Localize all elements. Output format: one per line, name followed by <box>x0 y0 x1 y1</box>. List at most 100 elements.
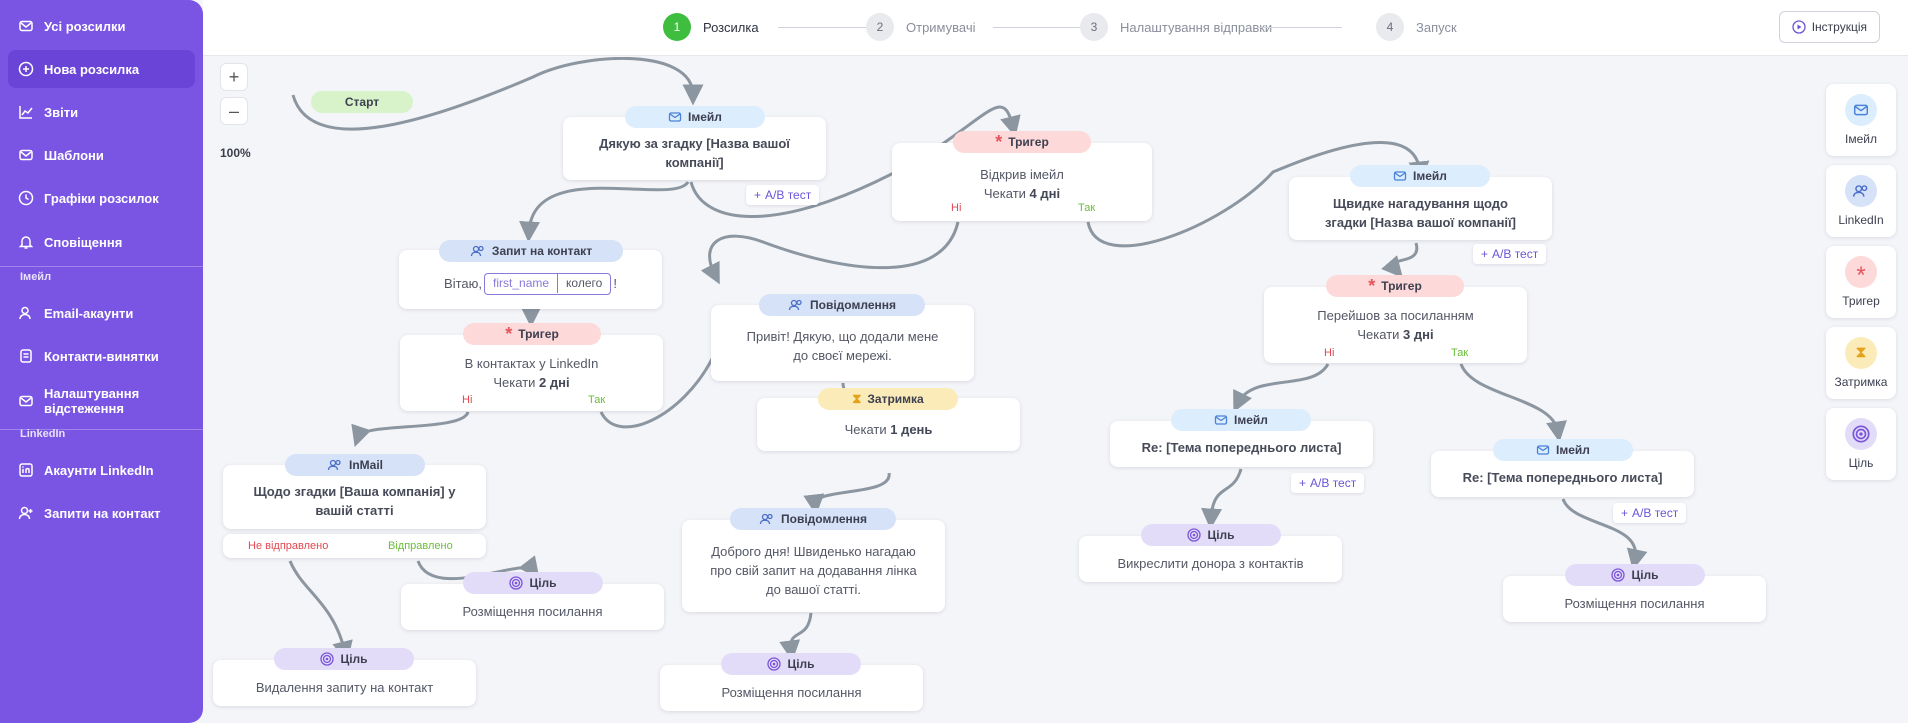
palette-linkedin[interactable]: LinkedIn <box>1826 165 1896 237</box>
trigger-node-header[interactable]: * Тригер <box>1326 275 1464 297</box>
sidebar-item-reports[interactable]: Звіти <box>8 98 195 126</box>
node-type-label: Затримка <box>867 392 924 406</box>
divider <box>0 266 203 267</box>
sidebar-item-notifications[interactable]: Сповіщення <box>8 228 195 256</box>
sidebar-item-email-accounts[interactable]: Email-акаунти <box>8 299 195 327</box>
goal-text: Розміщення посилання <box>462 603 603 619</box>
sidebar-item-all-campaigns[interactable]: Усі розсилки <box>8 12 195 40</box>
goal-node-header[interactable]: Ціль <box>1565 564 1705 586</box>
ab-test-label: А/В тест <box>1310 476 1357 490</box>
palette-label: Затримка <box>1834 375 1888 389</box>
sidebar-item-connection-requests[interactable]: Запити на контакт <box>8 499 195 527</box>
goal-node-header[interactable]: Ціль <box>1141 524 1281 546</box>
node-type-label: Тригер <box>518 327 559 341</box>
email-node-card[interactable]: Щвидке нагадування щодо згадки [Назва ва… <box>1289 177 1552 240</box>
email-node-header[interactable]: Імейл <box>1350 165 1490 187</box>
goal-node-card[interactable]: Видалення запиту на контакт <box>213 660 476 706</box>
flow-canvas[interactable]: + – 100% Старт Дякую за згадку [Назва ва… <box>203 57 1908 723</box>
goal-node-card[interactable]: Викреслити донора з контактів <box>1079 536 1342 582</box>
ab-test-label: А/В тест <box>765 188 812 202</box>
message-node-header[interactable]: Повідомлення <box>730 508 896 530</box>
envelope-icon <box>1214 415 1228 425</box>
users-icon <box>759 513 773 525</box>
plus-icon: + <box>754 188 762 202</box>
sidebar-item-label: Контакти-винятки <box>44 348 159 364</box>
goal-node-header[interactable]: Ціль <box>463 572 603 594</box>
palette-trigger[interactable]: * Тригер <box>1826 246 1896 318</box>
wait-duration: 2 дні <box>539 375 570 390</box>
email-subject: Re: [Тема попереднього листа] <box>1462 469 1663 485</box>
hourglass-icon: ⧗ <box>1845 337 1877 369</box>
variable-chip[interactable]: first_name колего <box>484 272 612 295</box>
node-type-label: Імейл <box>1413 169 1447 183</box>
chart-icon <box>19 106 33 119</box>
variable-name: first_name <box>485 274 559 293</box>
inmail-node-header[interactable]: InMail <box>285 454 425 476</box>
email-node-header[interactable]: Імейл <box>625 106 765 128</box>
branch-yes-label: Так <box>1078 202 1096 214</box>
message-text: Доброго дня! Швиденько нагадаю про свій … <box>710 543 917 597</box>
sidebar-item-new-campaign[interactable]: Нова розсилка <box>8 50 195 88</box>
message-node-card[interactable]: Привіт! Дякую, що додали мене до своєї м… <box>711 305 974 381</box>
ab-test-button[interactable]: + А/В тест <box>746 185 820 205</box>
instructions-button[interactable]: Інструкція <box>1778 11 1880 43</box>
email-subject: Re: [Тема попереднього листа] <box>1141 439 1342 455</box>
zoom-out-button[interactable]: – <box>220 97 248 125</box>
ab-test-button[interactable]: + А/В тест <box>1473 244 1547 264</box>
variable-fallback: колего <box>566 276 603 290</box>
sidebar-item-schedules[interactable]: Графіки розсилок <box>8 184 195 212</box>
step-campaign[interactable]: 1 Розсилка <box>663 13 759 41</box>
envelope-icon <box>668 112 682 122</box>
node-type-label: Ціль <box>787 657 815 671</box>
step-recipients[interactable]: 2 Отримувачі <box>866 13 976 41</box>
delay-node-header[interactable]: ⧗ Затримка <box>818 388 958 410</box>
sidebar-item-linkedin-accounts[interactable]: Акаунти LinkedIn <box>8 456 195 484</box>
palette-delay[interactable]: ⧗ Затримка <box>1826 327 1896 399</box>
palette-label: Тригер <box>1842 294 1880 308</box>
branch-sent-label: Відправлено <box>388 540 453 552</box>
user-icon <box>19 306 31 320</box>
step-label: Отримувачі <box>906 19 976 35</box>
envelope-icon <box>1393 171 1407 181</box>
branch-no-label: Ні <box>951 202 962 214</box>
trigger-node-header[interactable]: * Тригер <box>953 131 1091 153</box>
email-node-header[interactable]: Імейл <box>1171 409 1311 431</box>
step-number: 1 <box>663 13 691 41</box>
goal-text: Викреслити донора з контактів <box>1117 555 1304 571</box>
goal-node-header[interactable]: Ціль <box>721 653 861 675</box>
asterisk-icon: * <box>505 324 513 344</box>
sidebar-item-label: Запити на контакт <box>44 505 161 521</box>
target-icon <box>320 652 335 666</box>
start-node[interactable]: Старт <box>311 91 413 113</box>
stepper-bar: 1 Розсилка 2 Отримувачі 3 Налаштування в… <box>203 0 1908 56</box>
sidebar-item-tracking-settings[interactable]: Налаштування відстеження <box>8 383 195 419</box>
node-type-label: Імейл <box>688 110 722 124</box>
branch-yes-label: Так <box>588 394 606 406</box>
step-number: 4 <box>1376 13 1404 41</box>
message-node-card[interactable]: Доброго дня! Швиденько нагадаю про свій … <box>682 520 945 612</box>
palette-email[interactable]: Імейл <box>1826 84 1896 156</box>
greeting-text: Вітаю, <box>444 276 483 291</box>
ab-test-button[interactable]: + А/В тест <box>1613 503 1687 523</box>
trigger-wait: Чекати 2 дні <box>493 373 569 392</box>
trigger-node-card[interactable]: Відкрив імейл Чекати 4 дні <box>892 143 1152 221</box>
step-launch[interactable]: 4 Запуск <box>1376 13 1457 41</box>
email-subject: Дякую за згадку [Назва вашої компанії] <box>599 135 790 170</box>
node-type-label: Ціль <box>1631 568 1659 582</box>
trigger-node-header[interactable]: * Тригер <box>463 323 601 345</box>
connection-request-header[interactable]: Запит на контакт <box>439 240 623 262</box>
email-node-header[interactable]: Імейл <box>1493 439 1633 461</box>
sidebar-item-templates[interactable]: Шаблони <box>8 141 195 169</box>
palette-goal[interactable]: Ціль <box>1826 408 1896 480</box>
message-node-header[interactable]: Повідомлення <box>759 294 925 316</box>
goal-node-header[interactable]: Ціль <box>274 648 414 670</box>
delay-wait: Чекати 1 день <box>845 420 933 439</box>
mail-settings-icon <box>19 395 33 407</box>
trigger-node-card[interactable]: Перейшов за посиланням Чекати 3 дні <box>1264 287 1527 363</box>
branch-not-sent-label: Не відправлено <box>248 540 329 552</box>
step-sending-settings[interactable]: 3 Налаштування відправки <box>1080 13 1272 41</box>
zoom-in-button[interactable]: + <box>220 63 248 91</box>
ab-test-button[interactable]: + А/В тест <box>1291 473 1365 493</box>
sidebar-item-exclusions[interactable]: Контакти-винятки <box>8 342 195 370</box>
trigger-node-card[interactable]: В контактах у LinkedIn Чекати 2 дні <box>400 335 663 411</box>
